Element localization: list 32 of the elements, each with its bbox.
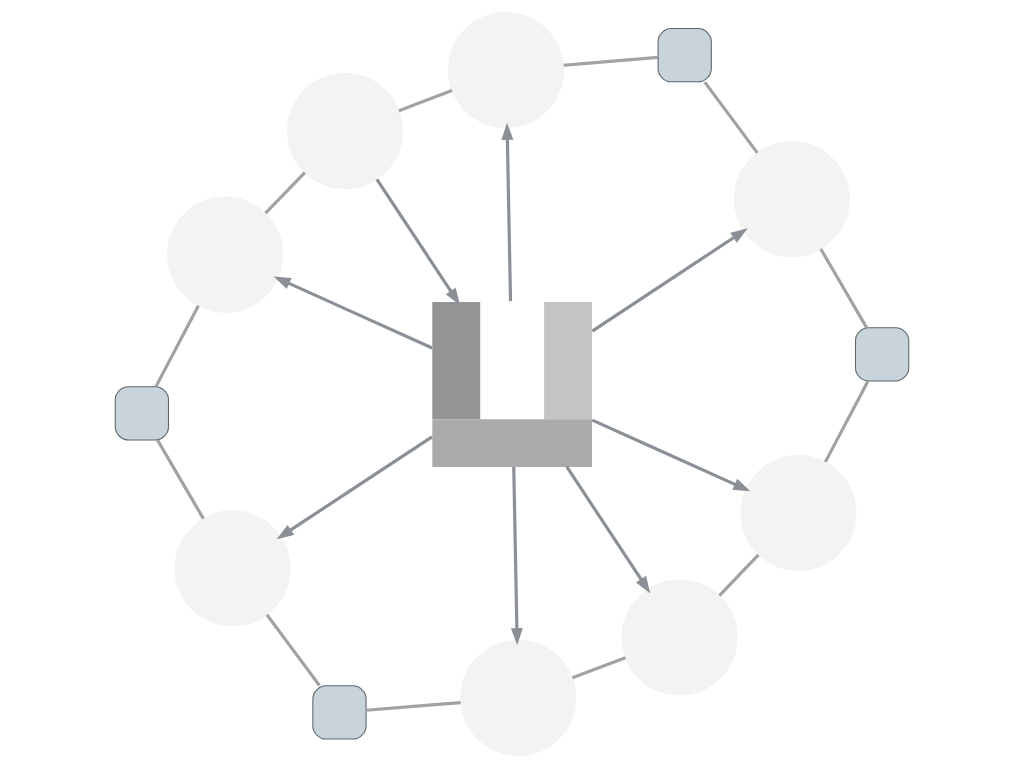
arrow xyxy=(273,276,433,350)
connector xyxy=(265,613,321,687)
connector xyxy=(819,248,868,329)
node-circle xyxy=(174,510,291,627)
arrow xyxy=(276,435,433,540)
node-box xyxy=(854,327,910,382)
arrow xyxy=(510,466,523,646)
node-circle xyxy=(448,12,565,129)
connector xyxy=(718,553,760,597)
connector xyxy=(824,380,870,463)
node-box xyxy=(657,28,712,83)
arrow xyxy=(591,418,751,492)
connector xyxy=(154,304,200,388)
node-circle xyxy=(621,579,738,696)
arrow xyxy=(375,178,461,306)
node-box xyxy=(114,386,170,441)
connector xyxy=(703,81,759,154)
connector xyxy=(156,439,205,520)
arrow xyxy=(591,228,748,333)
node-circle xyxy=(740,454,857,571)
connector xyxy=(563,55,659,67)
node-circle xyxy=(287,73,404,190)
arrow xyxy=(565,465,651,594)
connector xyxy=(366,701,461,712)
connector xyxy=(264,171,306,215)
node-circle xyxy=(733,141,850,258)
node-box xyxy=(312,685,367,740)
connector xyxy=(571,656,627,680)
node-circle xyxy=(167,196,284,313)
node-circle xyxy=(460,639,577,756)
arrow xyxy=(501,122,514,302)
connector xyxy=(398,89,453,113)
